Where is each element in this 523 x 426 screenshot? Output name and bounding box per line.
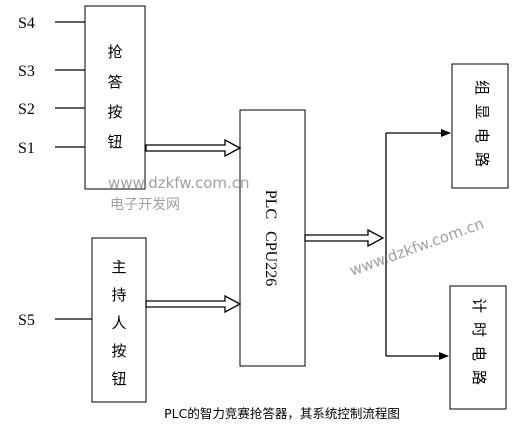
host-button-char-1: 主 [111,258,126,276]
timer-circuit-block [449,285,507,410]
buttons-to-plc-arrow [145,138,242,158]
s4-label: S4 [18,15,35,32]
s5-label: S5 [18,312,35,329]
watermark-site-1-sub: 电子开发网 [110,197,180,213]
watermark-site-1: www.dzkfw.com.cn [108,174,250,192]
s1-label: S1 [18,140,35,157]
display-char-3: 电 [473,128,491,143]
display-circuit-block [451,63,509,189]
timer-char-4: 路 [470,370,488,385]
display-char-2: 显 [473,104,491,119]
host-button-char-3: 人 [111,314,126,332]
diagram-caption: PLC的智力竞赛抢答器，其系统控制流程图 [164,406,400,421]
timer-char-2: 时 [470,322,488,337]
answer-buttons-char-3: 按 [107,103,122,121]
answer-buttons-char-1: 抢 [107,43,122,61]
timer-char-3: 电 [470,346,488,361]
plc-output-arrow [304,228,385,248]
plc-cpu226-block [239,109,306,367]
s2-label: S2 [18,101,35,118]
host-button-char-4: 按 [111,342,126,360]
answer-buttons-char-2: 答 [107,73,122,91]
answer-buttons-block [84,5,146,190]
s3-label: S3 [18,63,35,80]
display-char-4: 路 [473,152,491,167]
display-char-1: 组 [473,80,491,95]
host-button-char-2: 持 [111,286,126,304]
host-button-char-5: 钮 [111,370,126,388]
watermark-site-2: www.dzkfw.com.cn [347,214,486,279]
plc-label: PLC CPU226 [262,190,279,286]
answer-buttons-char-4: 钮 [107,133,122,151]
host-button-block [91,237,147,403]
host-to-plc-arrow [145,294,242,314]
timer-char-1: 计 [470,298,488,313]
